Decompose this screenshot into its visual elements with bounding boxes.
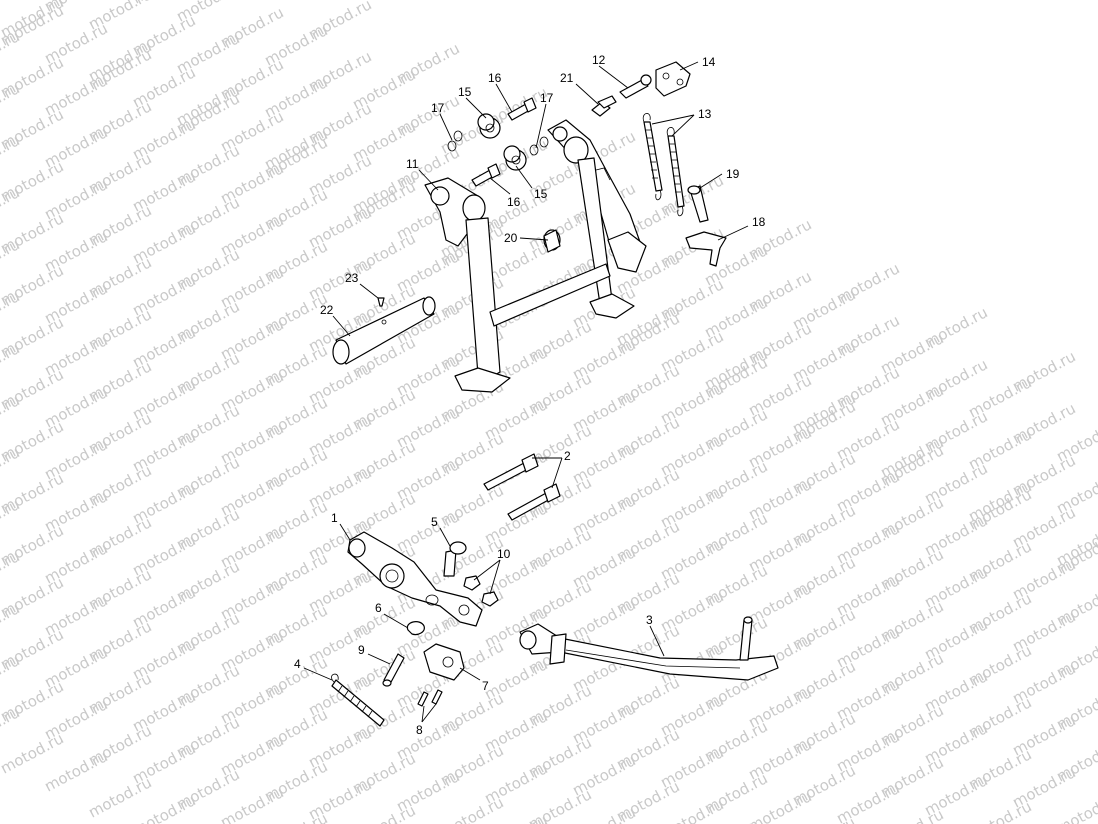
bolt-part-16-upper [507, 97, 537, 121]
side-stand-part-3 [519, 616, 779, 681]
bolt-part-16-lower [471, 163, 501, 187]
callout-10: 10 [497, 547, 511, 561]
callout-11: 11 [406, 157, 419, 171]
watermark-text: motod.ru [789, 813, 858, 824]
watermark-text: motod.ru [41, 747, 110, 795]
callout-17-right: 17 [540, 91, 554, 105]
screws-part-8 [417, 689, 443, 707]
nipple-part-23 [377, 297, 385, 307]
callout-21: 21 [560, 71, 574, 85]
callout-20: 20 [504, 231, 518, 245]
leader-lines [303, 61, 749, 723]
callout-13: 13 [698, 107, 712, 121]
center-stand-part-11 [424, 119, 647, 393]
watermark-text: motod.ru [85, 773, 154, 821]
callout-5: 5 [431, 515, 438, 529]
callout-6: 6 [375, 601, 382, 615]
callout-16-lower: 16 [507, 195, 521, 209]
switch-part-7 [423, 643, 465, 681]
watermark-text: motod.ru [261, 809, 330, 824]
callout-22: 22 [320, 303, 334, 317]
callout-17-left: 17 [431, 101, 445, 115]
callout-3: 3 [646, 613, 653, 627]
bracket-part-18 [685, 231, 727, 267]
rubber-stop-part-20 [543, 229, 561, 253]
callout-23: 23 [345, 271, 359, 285]
callout-18: 18 [752, 215, 766, 229]
callout-15-upper: 15 [458, 85, 472, 99]
callout-7: 7 [482, 679, 489, 693]
watermark-text: motod.ru [965, 797, 1034, 824]
callout-8: 8 [416, 723, 423, 737]
callout-2: 2 [564, 449, 571, 463]
bushing-part-15-upper [477, 113, 501, 139]
pin-part-9 [382, 653, 405, 687]
rings-part-17 [447, 130, 549, 156]
watermark-text: motod.ru [437, 793, 506, 824]
callout-12: 12 [592, 53, 606, 67]
watermark-text: motod.ru [877, 805, 946, 824]
watermark-text: motod.ru [1053, 789, 1098, 824]
bolt-part-19 [687, 185, 709, 223]
callout-4: 4 [294, 657, 301, 671]
spring-part-4 [331, 673, 385, 727]
bolt-part-5 [443, 541, 467, 577]
callout-19: 19 [726, 167, 740, 181]
bolts-part-2 [483, 453, 561, 521]
callout-labels: 11 12 14 13 19 18 20 15 15 16 16 17 17 2… [294, 53, 766, 737]
bracket-part-1 [347, 531, 483, 627]
callout-9: 9 [358, 643, 365, 657]
bushing-part-15-lower [503, 145, 527, 171]
bolt-part-21 [591, 95, 617, 117]
callout-15-lower: 15 [534, 187, 548, 201]
callout-16-upper: 16 [488, 71, 502, 85]
pin-part-12 [619, 74, 652, 99]
callout-14: 14 [702, 55, 716, 69]
tube-part-22 [332, 296, 436, 365]
watermark-text: motod.ru [349, 801, 418, 824]
watermark-text: motod.ru [0, 729, 67, 777]
callout-1: 1 [331, 511, 338, 525]
clip-part-6 [406, 621, 425, 636]
watermark-text: motod.ru [217, 783, 286, 824]
nuts-part-10 [463, 575, 499, 607]
plate-part-14 [655, 61, 691, 97]
